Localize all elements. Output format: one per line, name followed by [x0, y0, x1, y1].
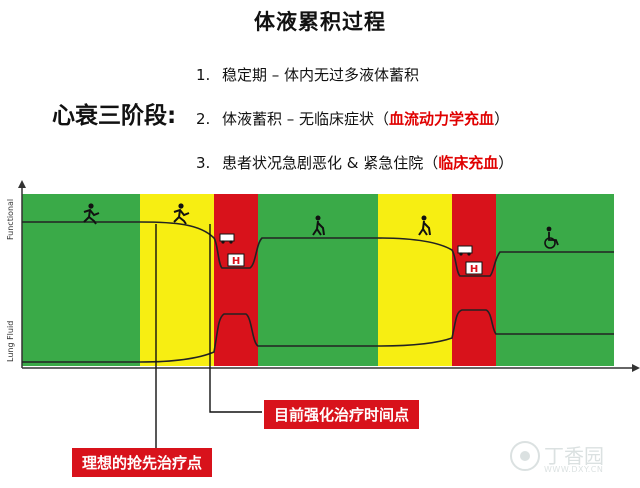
functional-curve [22, 221, 614, 277]
stage-tail: ） [498, 154, 514, 172]
band-stable-green [22, 194, 140, 366]
ideal-treatment-callout: 理想的抢先治疗点 [72, 448, 213, 477]
stage-highlight: 血流动力学充血 [389, 110, 495, 128]
running-person-icon [83, 203, 100, 225]
running-person-icon [173, 203, 190, 225]
wheelchair-icon [544, 226, 559, 249]
walking-cane-icon [418, 215, 431, 236]
hospital-glyph: H [232, 256, 240, 267]
dxy-logo-icon [510, 441, 540, 471]
band-accumulation-yellow-2 [378, 194, 452, 366]
ambulance-icon [457, 245, 473, 256]
hospital-glyph: H [470, 264, 478, 275]
watermark: 丁香园 WWW.DXY.CN [508, 436, 626, 480]
stage-text: 体液蓄积 – 无临床症状（ [222, 110, 390, 128]
stage-text: 稳定期 – 体内无过多液体蓄积 [222, 66, 420, 84]
band-crisis-red-2 [452, 194, 496, 366]
x-axis-arrow [632, 364, 640, 372]
y-label-lung-fluid: Lung Fluid [6, 321, 15, 362]
band-stable-green-3 [496, 194, 614, 366]
stage-tail: ） [494, 110, 510, 128]
walking-cane-icon [312, 215, 325, 236]
lung-fluid-curve [22, 309, 614, 363]
band-crisis-red [214, 194, 258, 366]
stage-item-1: 1. 稳定期 – 体内无过多液体蓄积 [196, 64, 419, 85]
stage-number: 3. [196, 154, 211, 172]
stage-highlight: 临床充血 [438, 154, 499, 172]
watermark-text: 丁香园 [544, 444, 604, 468]
hospital-bed-icon: H [227, 253, 245, 267]
stage-item-2: 2. 体液蓄积 – 无临床症状（血流动力学充血） [196, 108, 509, 129]
page-title: 体液累积过程 [254, 10, 386, 34]
current-point-leader [209, 224, 262, 413]
y-axis-arrow [18, 180, 26, 188]
stages-heading: 心衰三阶段: [52, 103, 177, 129]
stage-number: 1. [196, 66, 211, 84]
current-treatment-callout: 目前强化治疗时间点 [264, 400, 420, 429]
stage-number: 2. [196, 110, 211, 128]
fluid-accumulation-diagram: Functional Lung Fluid [6, 180, 640, 459]
stage-item-3: 3. 患者状况急剧恶化 & 紧急住院（临床充血） [196, 152, 513, 173]
stage-text: 患者状况急剧恶化 & 紧急住院（ [222, 154, 439, 172]
watermark-url: WWW.DXY.CN [544, 465, 604, 474]
hospital-bed-icon: H [465, 261, 483, 275]
y-label-functional: Functional [6, 199, 15, 240]
ambulance-icon [219, 233, 235, 244]
